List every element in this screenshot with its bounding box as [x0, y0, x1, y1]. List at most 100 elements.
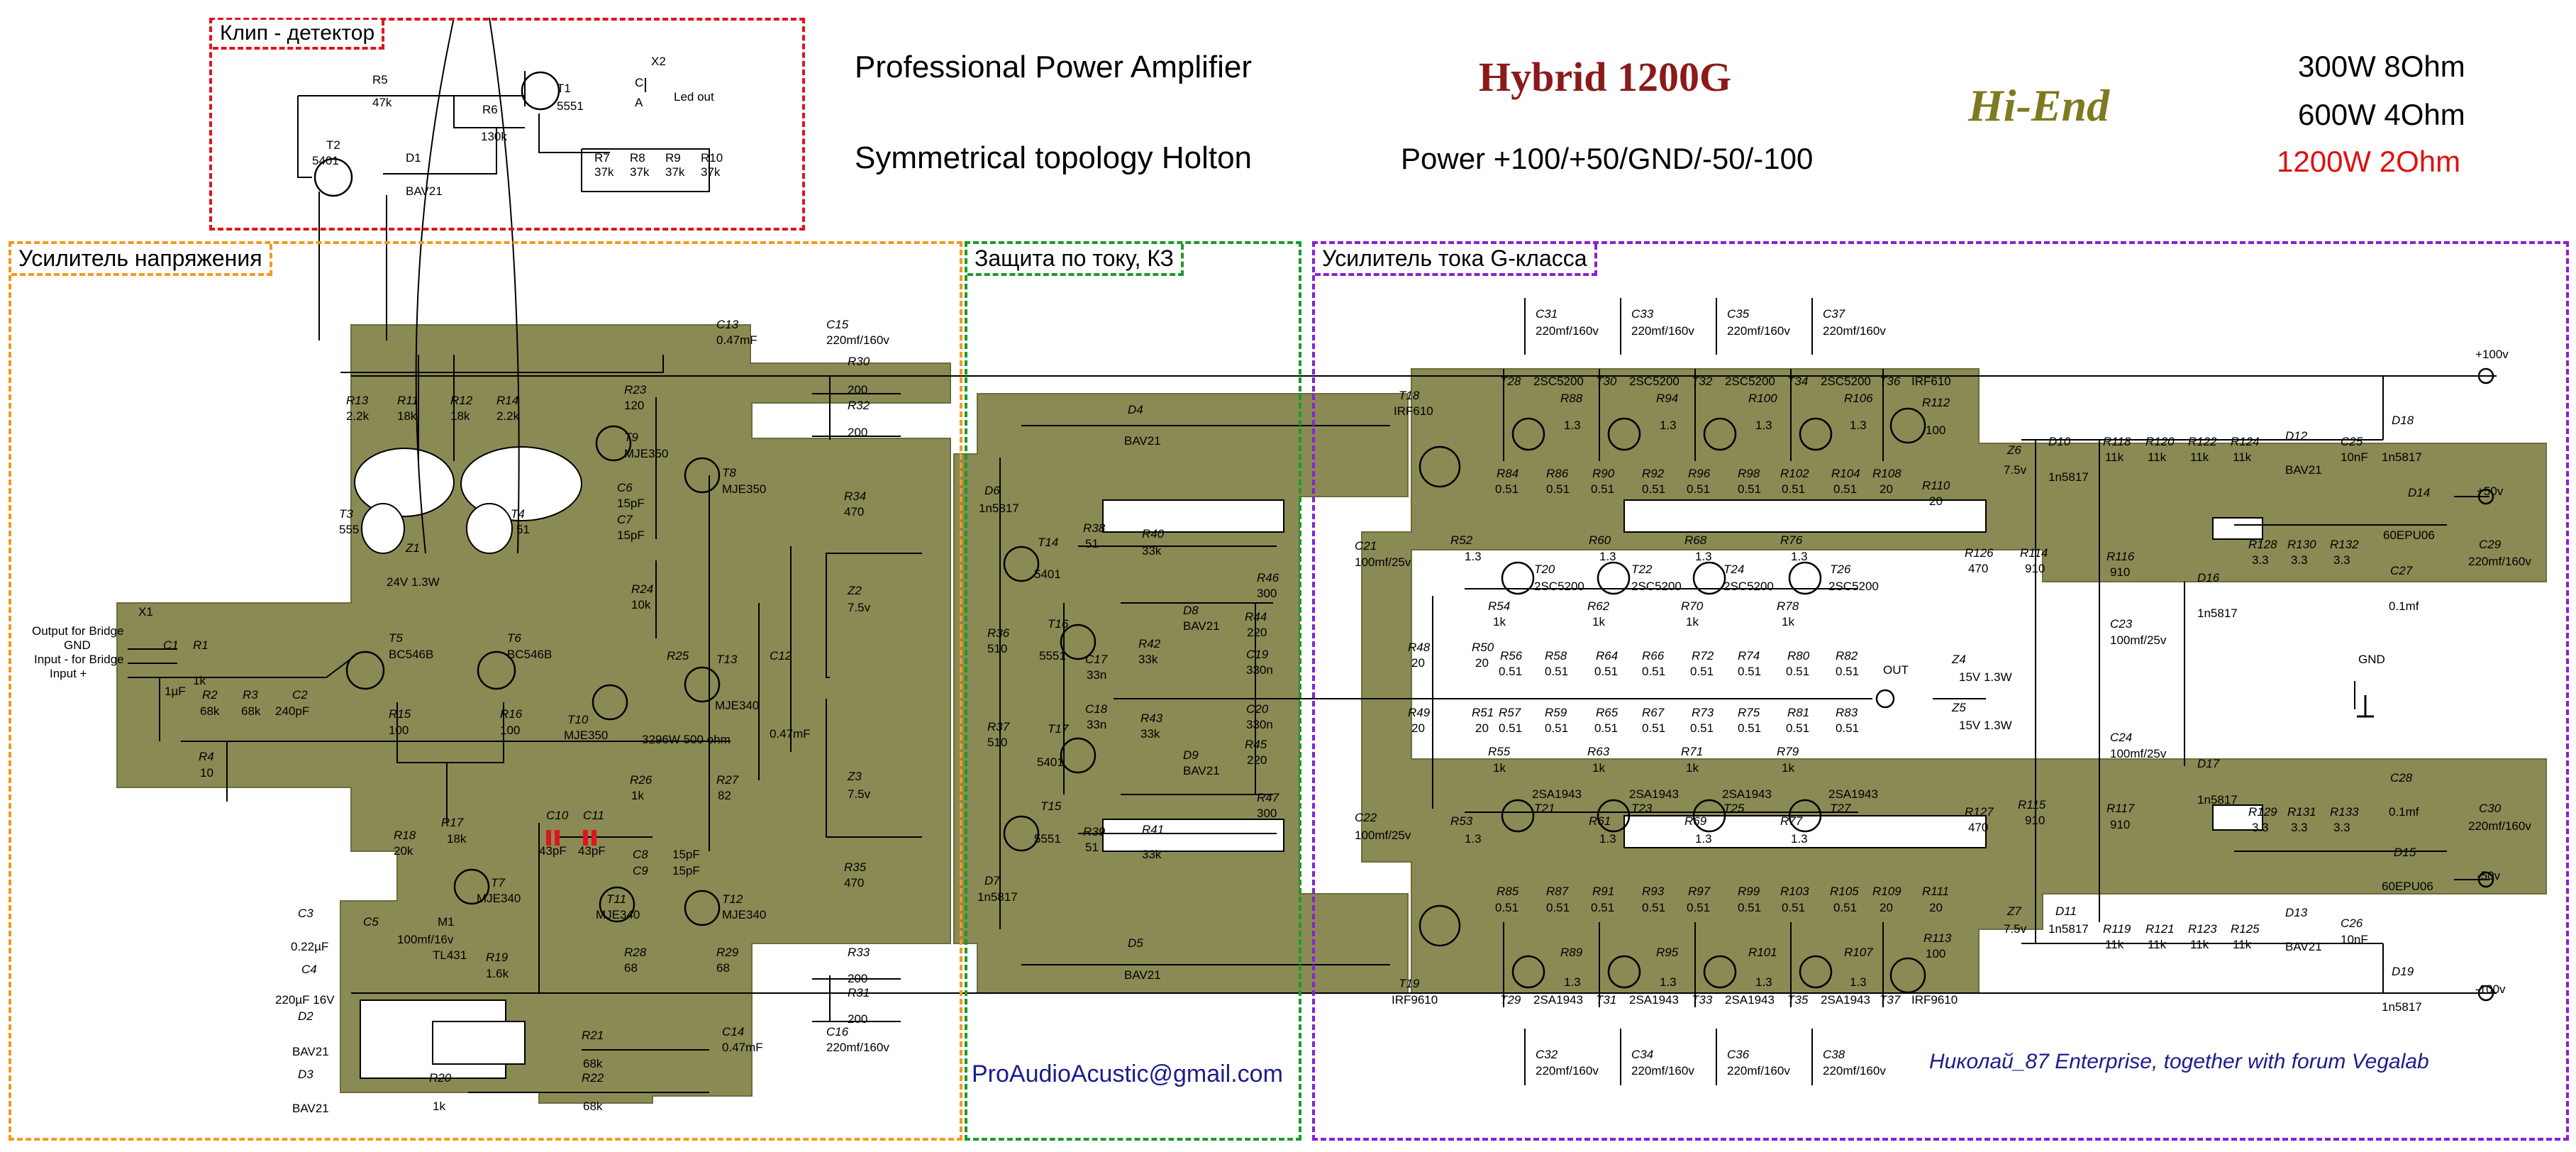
component-label: R63	[1587, 745, 1610, 758]
component-label: R83	[1836, 706, 1858, 719]
component-label: 2SA1943	[1532, 787, 1582, 801]
component-label: 15V 1.3W	[1959, 670, 2012, 684]
component-label: R122	[2188, 435, 2217, 448]
component-label: 20	[1475, 721, 1489, 735]
component-label: C26	[2341, 916, 2363, 930]
component-label: 0.51	[1591, 482, 1614, 496]
component-label: R129	[2248, 805, 2277, 819]
component-label: R119	[2103, 922, 2131, 936]
component-label: 68k	[200, 704, 220, 718]
component-label: R52	[1450, 533, 1473, 547]
component-label: R88	[1560, 392, 1583, 405]
component-label: R39	[1083, 825, 1106, 838]
component-label: 220mf/160v	[1823, 324, 1886, 338]
component-label: 11k	[2190, 450, 2209, 464]
power-rating-2ohm: 1200W 2Ohm	[2277, 145, 2461, 178]
component-label: R35	[844, 860, 867, 874]
component-label: R108	[1872, 467, 1902, 480]
component-label: 1.3	[1599, 550, 1616, 563]
component-label: Z7	[2006, 904, 2021, 918]
component-label: T8	[722, 466, 736, 480]
component-label: 0.51	[1642, 665, 1665, 678]
title-topology: Symmetrical topology Holton	[855, 140, 1253, 175]
component-label: BAV21	[1124, 968, 1161, 982]
component-label: 0.51	[1594, 665, 1618, 678]
component-label: C29	[2479, 538, 2502, 551]
component-label: T26	[1830, 563, 1851, 576]
component-label: 43pF	[539, 844, 567, 858]
pcb-voltage-amp-area	[116, 324, 951, 1104]
component-label: R3	[243, 688, 258, 702]
component-label: BAV21	[1183, 619, 1220, 633]
component-label: C17	[1085, 653, 1108, 666]
component-label: 220mf/160v	[2468, 819, 2531, 833]
component-label: 0.51	[1495, 482, 1519, 496]
component-label: D8	[1183, 604, 1199, 617]
component-label: 0.51	[1690, 721, 1714, 735]
component-label: C7	[617, 513, 633, 526]
component-label: D18	[2392, 414, 2414, 427]
component-label: R85	[1497, 885, 1519, 898]
component-label: 1k	[631, 789, 644, 802]
component-label: 37k	[594, 165, 614, 179]
component-label: C31	[1536, 307, 1558, 321]
component-label: 100mf/25v	[2110, 747, 2167, 760]
component-label: 2.2k	[496, 409, 520, 423]
component-label: 470	[844, 876, 864, 890]
component-label: 2SC5200	[1534, 580, 1584, 593]
component-label: C33	[1631, 307, 1654, 321]
component-label: 100	[500, 724, 520, 737]
component-label: C34	[1631, 1048, 1653, 1061]
component-label: 220µF 16V	[275, 993, 335, 1007]
component-label: C4	[301, 963, 317, 976]
component-label: R11	[397, 394, 418, 407]
component-label: D13	[2285, 906, 2308, 919]
component-label: 11k	[2105, 938, 2124, 951]
component-label: 20	[1880, 901, 1893, 914]
component-label: -50v	[2477, 869, 2501, 882]
component-label: T16	[1048, 617, 1069, 631]
component-label: T18	[1399, 389, 1420, 402]
component-label: 510	[987, 736, 1007, 749]
component-label: D19	[2392, 965, 2414, 978]
component-label: 1k	[1493, 615, 1506, 628]
component-label: C32	[1536, 1048, 1558, 1061]
component-label: 5401	[312, 154, 339, 167]
component-label: MJE340	[596, 908, 640, 921]
component-label: R71	[1681, 745, 1703, 758]
component-label: 1n5817	[2382, 1000, 2422, 1014]
component-label: R6	[482, 103, 498, 116]
component-label: 18k	[397, 409, 417, 423]
component-label: T24	[1723, 563, 1744, 576]
component-label: 0.51	[1591, 901, 1614, 914]
component-label: 330n	[1246, 718, 1273, 731]
component-label: T30	[1596, 375, 1617, 388]
component-label: 100mf/25v	[1355, 555, 1411, 569]
component-label: R89	[1560, 946, 1583, 959]
component-label: 240pF	[275, 704, 309, 718]
component-label: 20	[1411, 721, 1425, 735]
component-label: R78	[1777, 599, 1799, 613]
component-label: 0.51	[1782, 901, 1805, 914]
component-label: 130k	[481, 130, 507, 143]
component-label: R25	[667, 649, 689, 663]
component-label: C20	[1246, 702, 1269, 716]
component-label: Z2	[847, 584, 862, 597]
component-label: 1k	[1782, 615, 1794, 628]
component-label: 0.51	[1687, 901, 1710, 914]
component-label: 470	[844, 505, 864, 519]
component-label: T28	[1500, 375, 1521, 388]
component-label: 1k	[193, 674, 206, 687]
component-label: 1.3	[1791, 832, 1808, 846]
component-label: 5551	[1034, 832, 1061, 846]
component-label: 68	[716, 961, 730, 975]
component-label: 220	[1247, 626, 1267, 639]
component-label: T25	[1723, 802, 1745, 815]
component-label: 220mf/160v	[1823, 1064, 1886, 1078]
component-label: 1n5817	[2197, 793, 2238, 807]
component-label: T29	[1500, 993, 1521, 1007]
component-label: 5551	[1039, 649, 1066, 663]
component-label: R120	[2145, 435, 2175, 448]
component-label: BAV21	[1183, 764, 1220, 777]
